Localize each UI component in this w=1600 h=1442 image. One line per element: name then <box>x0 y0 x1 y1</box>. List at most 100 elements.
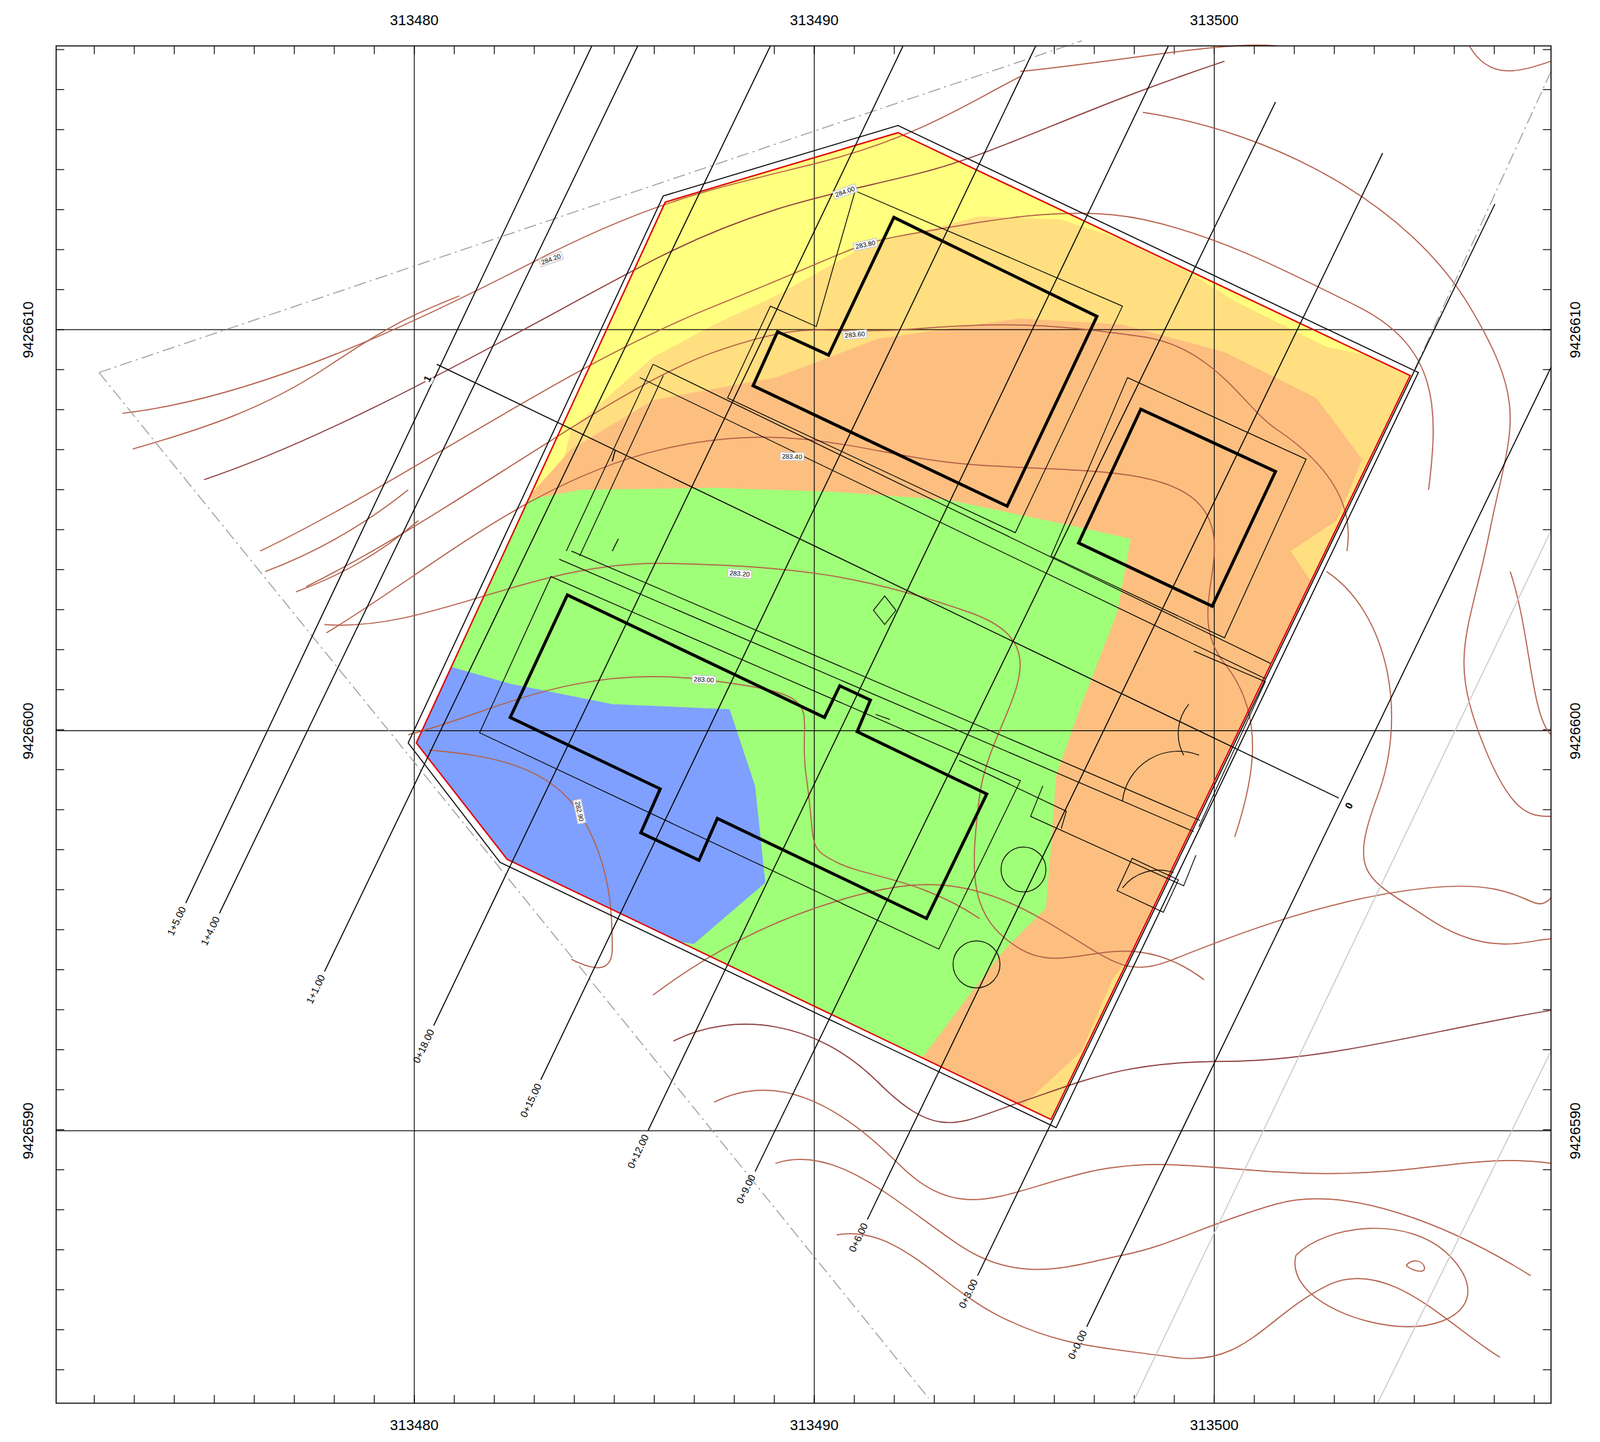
frame-tick <box>934 45 935 54</box>
frame-tick <box>1373 45 1375 54</box>
frame-tick <box>1214 1394 1215 1403</box>
station-label: 1+1.00 <box>304 973 328 1006</box>
map-feature <box>260 213 1434 551</box>
map-feature <box>813 45 815 1403</box>
section-line <box>433 45 903 1026</box>
map-frame <box>56 45 1552 1403</box>
map-feature <box>1142 112 1552 817</box>
map-feature <box>1178 704 1189 756</box>
frame-tick <box>1453 1394 1455 1403</box>
frame-tick <box>1014 1394 1015 1403</box>
frame-tick <box>973 1394 975 1403</box>
frame-tick <box>573 45 575 54</box>
frame-tick <box>1543 1088 1552 1090</box>
map-feature <box>1122 751 1200 801</box>
frame-tick <box>454 45 455 54</box>
frame-tick <box>56 649 65 651</box>
section-line <box>977 203 1496 1275</box>
map-feature <box>99 41 1082 373</box>
grid-coordinate: 9426610 <box>20 301 37 359</box>
zone-lowest <box>387 663 766 944</box>
frame-tick <box>1543 489 1552 490</box>
frame-tick <box>56 1249 65 1250</box>
axis-end-mark: 1 <box>421 373 434 385</box>
map-feature <box>612 538 619 551</box>
map-feature <box>56 1129 1552 1131</box>
frame-tick <box>1543 1249 1552 1250</box>
grid-coordinate: 313490 <box>789 1417 839 1434</box>
frame-tick <box>573 1394 575 1403</box>
frame-tick <box>1543 209 1552 210</box>
frame-tick <box>1533 45 1535 54</box>
frame-tick <box>973 45 975 54</box>
grid-coordinate: 313480 <box>389 12 439 29</box>
frame-tick <box>734 1394 735 1403</box>
frame-tick <box>773 45 775 54</box>
contour-label: 283.40 <box>779 451 805 461</box>
frame-tick <box>1093 45 1095 54</box>
frame-tick <box>1543 569 1552 570</box>
contour-label: 283.60 <box>842 329 868 341</box>
map-feature <box>1030 785 1197 886</box>
frame-tick <box>374 45 375 54</box>
frame-tick <box>56 808 65 810</box>
contour-label: 283.20 <box>727 567 753 579</box>
frame-tick <box>693 45 695 54</box>
frame-tick <box>56 409 65 410</box>
frame-tick <box>56 129 65 130</box>
frame-tick <box>56 929 65 931</box>
frame-tick <box>893 1394 895 1403</box>
station-label: 0+6.00 <box>847 1221 871 1254</box>
frame-tick <box>654 45 655 54</box>
frame-tick <box>174 45 175 54</box>
map-feature <box>953 940 1001 988</box>
frame-tick <box>1543 609 1552 610</box>
frame-tick <box>613 45 615 54</box>
frame-tick <box>1173 45 1175 54</box>
frame-tick <box>1543 808 1552 810</box>
frame-tick <box>1053 45 1055 54</box>
grid-coordinate: 313500 <box>1190 12 1239 29</box>
frame-tick <box>254 45 255 54</box>
section-line <box>1086 367 1552 1327</box>
map-feature <box>428 750 612 968</box>
site-outline-outer <box>408 125 1419 1129</box>
frame-tick <box>1543 329 1552 330</box>
map-feature <box>1194 650 1266 827</box>
frame-tick <box>1494 1394 1495 1403</box>
map-feature <box>413 45 415 1403</box>
frame-tick <box>94 1394 95 1403</box>
frame-tick <box>56 209 65 210</box>
frame-tick <box>56 248 65 250</box>
frame-tick <box>1543 1288 1552 1290</box>
frame-tick <box>813 1394 815 1403</box>
map-feature <box>1214 45 1215 1403</box>
frame-tick <box>293 1394 295 1403</box>
buildings <box>510 217 1276 919</box>
grid-coordinate: 9426590 <box>20 1102 37 1160</box>
frame-tick <box>1543 1049 1552 1050</box>
frame-tick <box>1494 45 1495 54</box>
station-label: 0+18.00 <box>411 1027 437 1065</box>
frame-tick <box>1543 889 1552 890</box>
frame-tick <box>133 45 135 54</box>
frame-tick <box>1543 1129 1552 1130</box>
map-feature <box>510 595 988 919</box>
map-feature <box>559 559 1195 833</box>
map-feature <box>836 1233 1501 1359</box>
frame-tick <box>773 1394 775 1403</box>
frame-tick <box>1093 1394 1095 1403</box>
frame-tick <box>1543 409 1552 410</box>
zone-low <box>387 487 1131 1123</box>
map-feature <box>714 1090 1552 1200</box>
map-feature <box>1116 857 1179 912</box>
section-line <box>755 101 1276 1172</box>
frame-tick <box>893 45 895 54</box>
frame-tick <box>1014 45 1015 54</box>
frame-tick <box>533 1394 535 1403</box>
grid-coordinate: 313490 <box>789 12 839 29</box>
frame-tick <box>1413 45 1415 54</box>
map-feature <box>1051 377 1307 638</box>
section-line <box>648 45 1169 1131</box>
